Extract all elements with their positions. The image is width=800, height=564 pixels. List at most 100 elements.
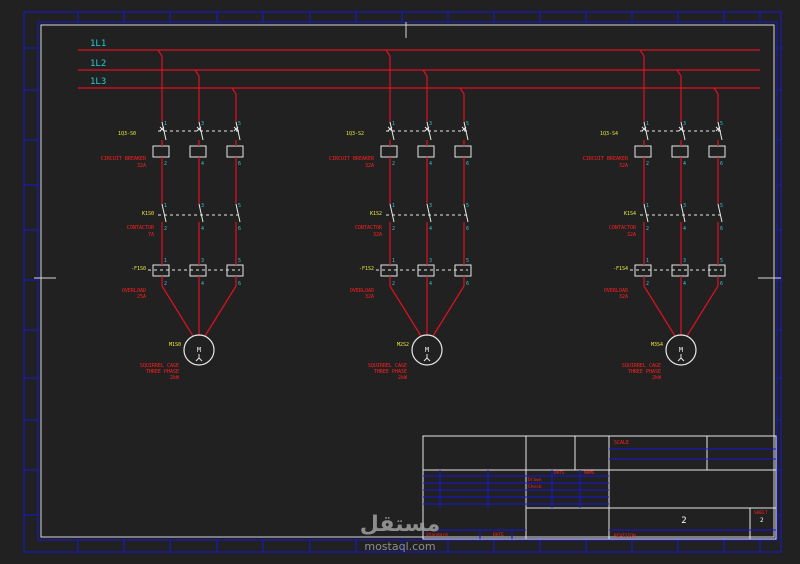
breaker-thermal-element xyxy=(189,145,207,158)
breaker-x-mark xyxy=(715,126,721,132)
motor-feed xyxy=(204,285,237,337)
overload-desc-1: OVERLOAD xyxy=(604,288,628,294)
contactor-tag: K1S0 xyxy=(142,211,154,217)
breaker-tag: 1Q3-S2 xyxy=(346,131,364,137)
contactor-pin-top: 5 xyxy=(466,203,469,209)
breaker-thermal-element xyxy=(454,145,472,158)
contactor-desc-2: 32A xyxy=(373,232,382,238)
title-block-border xyxy=(422,435,777,540)
tb-date-value: DATE xyxy=(493,532,504,538)
contactor-pin-top: 1 xyxy=(646,203,649,209)
breaker-x-mark xyxy=(678,126,684,132)
motor-feed xyxy=(161,285,194,337)
overload-pin-top: 5 xyxy=(238,258,241,264)
tb-sheet-number: 2 xyxy=(681,516,686,526)
overload-thermal-element xyxy=(708,264,726,277)
tb-revision-label: REVISION xyxy=(614,533,636,539)
breaker-x-mark xyxy=(159,126,165,132)
breaker-pin-top: 1 xyxy=(646,121,649,127)
contactor-pin-bottom: 4 xyxy=(683,226,686,232)
contactor-pin-bottom: 6 xyxy=(720,226,723,232)
bus-label-3: 1L3 xyxy=(90,77,106,87)
overload-pin-bottom: 4 xyxy=(201,281,204,287)
breaker-pin-bottom: 4 xyxy=(429,161,432,167)
breaker-x-mark xyxy=(233,126,239,132)
overload-desc-2: 32A xyxy=(619,294,628,300)
breaker-tag: 1Q3-S0 xyxy=(118,131,136,137)
motor-star xyxy=(198,357,203,362)
bus-drop-jog xyxy=(194,69,200,77)
overload-pin-top: 1 xyxy=(164,258,167,264)
contactor-pin-top: 1 xyxy=(164,203,167,209)
bus-drop-jog xyxy=(231,87,237,95)
overload-pin-bottom: 6 xyxy=(720,281,723,287)
motor-desc-3: 2kW xyxy=(652,375,662,381)
overload-pin-bottom: 4 xyxy=(429,281,432,287)
overload-pin-bottom: 2 xyxy=(646,281,649,287)
breaker-pin-top: 5 xyxy=(720,121,723,127)
contactor-pin-bottom: 4 xyxy=(201,226,204,232)
bus-drop-jog xyxy=(157,49,163,57)
overload-desc-2: 25A xyxy=(137,294,146,300)
breaker-pin-bottom: 4 xyxy=(683,161,686,167)
contactor-pin-top: 1 xyxy=(392,203,395,209)
breaker-pin-bottom: 4 xyxy=(201,161,204,167)
contactor-pin-bottom: 4 xyxy=(429,226,432,232)
overload-pin-top: 3 xyxy=(429,258,432,264)
tb-scale-label: SCALE xyxy=(614,440,629,446)
overload-thermal-element xyxy=(189,264,207,277)
tb-name-label: NAME xyxy=(584,470,595,476)
motor-tag: M3S4 xyxy=(651,342,663,348)
contactor-pin-top: 3 xyxy=(429,203,432,209)
breaker-desc-1: CIRCUIT BREAKER xyxy=(583,156,629,162)
motor-symbol: M xyxy=(197,346,201,354)
contactor-contact xyxy=(389,203,395,223)
overload-pin-top: 1 xyxy=(646,258,649,264)
motor-feed xyxy=(643,285,676,337)
breaker-pin-top: 1 xyxy=(392,121,395,127)
motor-desc-2: THREE PHASE xyxy=(146,369,179,375)
overload-tag: -F1S2 xyxy=(359,266,374,272)
contactor-desc-2: 32A xyxy=(627,232,636,238)
contactor-tag: K1S4 xyxy=(624,211,636,217)
breaker-desc-1: CIRCUIT BREAKER xyxy=(101,156,147,162)
breaker-desc-1: CIRCUIT BREAKER xyxy=(329,156,375,162)
motor-desc-1: SQUIRREL CAGE xyxy=(622,363,661,369)
breaker-desc-2: 32A xyxy=(365,163,374,169)
contactor-pin-bottom: 2 xyxy=(392,226,395,232)
motor-feed xyxy=(432,285,465,337)
breaker-thermal-element xyxy=(671,145,689,158)
contactor-pin-bottom: 2 xyxy=(646,226,649,232)
overload-pin-bottom: 6 xyxy=(238,281,241,287)
overload-thermal-element xyxy=(226,264,244,277)
bus-drop-jog xyxy=(459,87,465,95)
contactor-desc-1: CONTACTOR xyxy=(355,225,383,231)
tb-drawn-label: Drawn xyxy=(528,477,542,483)
contactor-contact xyxy=(463,203,469,223)
overload-thermal-element xyxy=(417,264,435,277)
breaker-tag: 1Q3-S4 xyxy=(600,131,618,137)
breaker-pin-top: 1 xyxy=(164,121,167,127)
breaker-pin-top: 3 xyxy=(201,121,204,127)
tb-standard-label: Standard xyxy=(426,532,448,538)
breaker-thermal-element xyxy=(152,145,170,158)
motor-desc-2: THREE PHASE xyxy=(628,369,661,375)
breaker-thermal-element xyxy=(417,145,435,158)
overload-pin-top: 3 xyxy=(683,258,686,264)
tb-check-label: Check xyxy=(528,484,542,490)
motor-icon xyxy=(183,334,215,366)
overload-pin-bottom: 4 xyxy=(683,281,686,287)
bus-drop-jog xyxy=(422,69,428,77)
inner-border xyxy=(37,21,778,541)
contactor-desc-1: CONTACTOR xyxy=(609,225,637,231)
motor-desc-3: 2kW xyxy=(398,375,408,381)
contactor-pin-top: 3 xyxy=(683,203,686,209)
breaker-pin-top: 5 xyxy=(466,121,469,127)
overload-thermal-element xyxy=(634,264,652,277)
motor-star xyxy=(423,357,428,362)
contactor-contact xyxy=(643,203,649,223)
